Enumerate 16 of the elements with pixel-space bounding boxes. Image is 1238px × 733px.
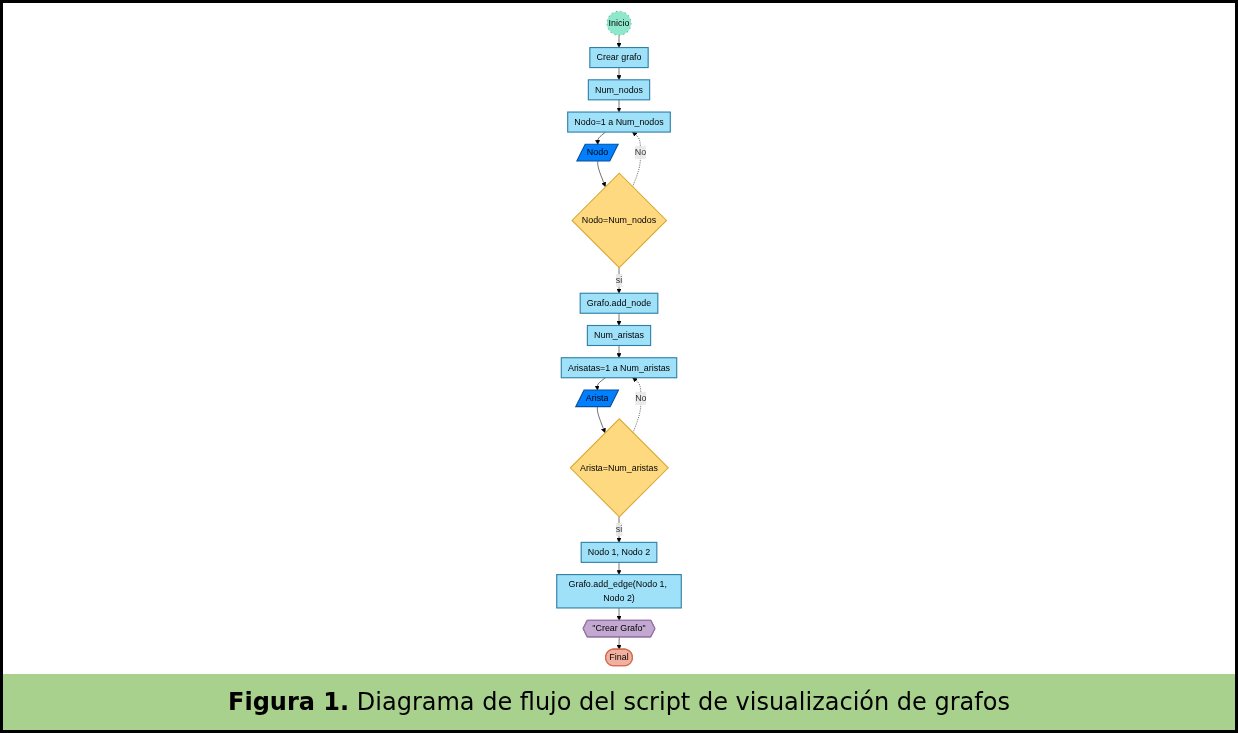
node-box: Nodo=1 a Num_nodos: [567, 111, 671, 133]
node-box: Crear grafo: [589, 47, 649, 69]
node-box: Arisatas=1 a Num_aristas: [560, 357, 678, 379]
node-box: Num_nodos: [587, 79, 651, 101]
edge-label: si: [615, 524, 623, 535]
figure-caption: Figura 1. Diagrama de flujo del script de visualización de grafos: [228, 688, 1010, 716]
edge-label: No: [634, 147, 647, 158]
node-box: Nodo 1, Nodo 2: [580, 541, 658, 563]
node-box: Grafo.add_node: [579, 292, 659, 314]
node-box: Num_aristas: [586, 324, 652, 347]
node-diamond: Arista=Num_aristas: [569, 418, 669, 518]
edge-label: No: [635, 393, 647, 403]
node-box: Grafo.add_edge(Nodo 1, Nodo 2): [556, 574, 682, 609]
node-diamond: Nodo=Num_nodos: [571, 172, 668, 269]
edge-label: si: [615, 275, 623, 285]
node-circle: Inicio: [606, 10, 632, 36]
